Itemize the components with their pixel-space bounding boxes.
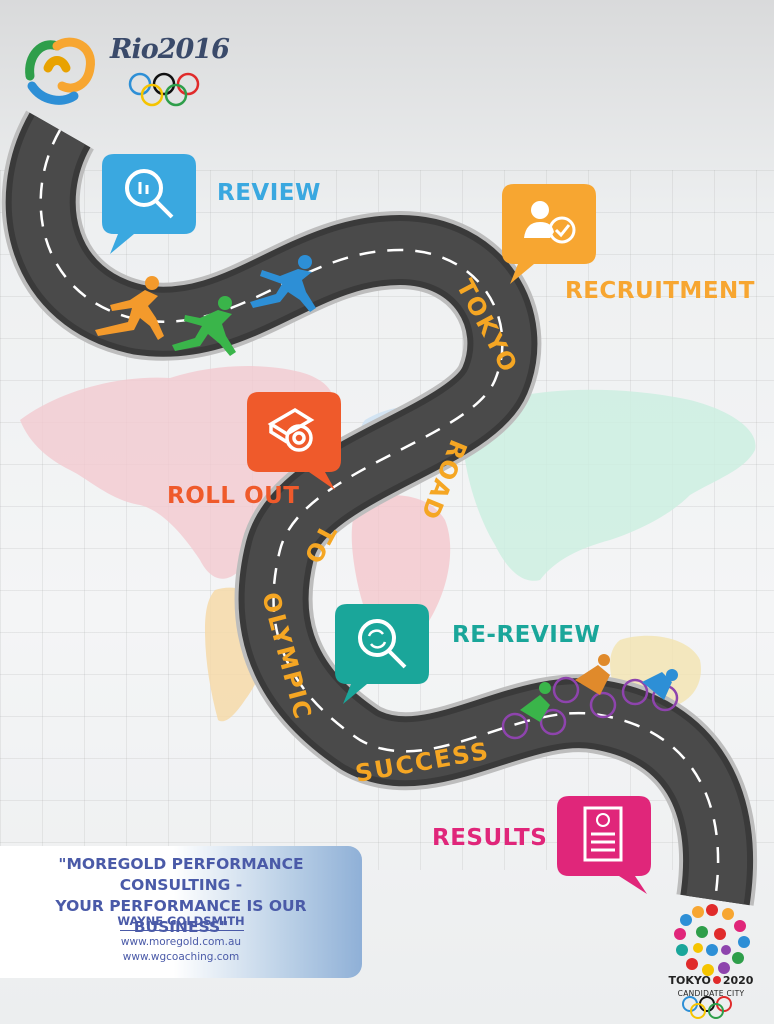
quote-line-1: "MOREGOLD PERFORMANCE CONSULTING - [58, 855, 304, 894]
tokyo-flower-wreath [674, 904, 750, 976]
review-bubble [102, 154, 196, 254]
olympic-rings [128, 72, 200, 107]
step-label-roll-out: ROLL OUT [167, 483, 300, 509]
rio-emblem [25, 37, 95, 105]
scroll-icon [267, 407, 315, 452]
step-label-review: REVIEW [217, 180, 321, 206]
step-label-recruitment: RECRUITMENT [565, 278, 755, 304]
re-review-bubble [335, 604, 429, 704]
red-dot-icon [712, 976, 721, 984]
quote-text: "MOREGOLD PERFORMANCE CONSULTING - YOUR … [6, 854, 356, 938]
runner-green [172, 296, 236, 356]
runner-orange [95, 276, 164, 340]
tokyo-word: TOKYO [668, 974, 711, 987]
cyclist-blue [621, 669, 679, 712]
tokyo-candidate-city: CANDIDATE CITY [677, 989, 745, 998]
website-wgcoaching[interactable]: www.wgcoaching.com [122, 951, 240, 963]
author-underline [120, 930, 244, 931]
rio-2016-logo [25, 37, 200, 107]
magnifier-refresh-icon [358, 619, 407, 669]
step-label-re-review: RE-REVIEW [452, 622, 601, 648]
runner-blue [250, 255, 316, 312]
cyclist-green [501, 682, 567, 740]
author-name: WAYNE GOLDSMITH [117, 914, 245, 928]
report-card-icon [583, 806, 623, 862]
quote-panel [0, 846, 362, 978]
person-check-icon [524, 201, 576, 244]
tokyo-olympic-rings [682, 996, 732, 1019]
roll-out-bubble [247, 392, 341, 490]
map-asia [463, 389, 756, 581]
results-bubble [557, 796, 651, 894]
recruitment-bubble [502, 184, 596, 284]
year-word: 2020 [722, 974, 754, 987]
quote-line-2: YOUR PERFORMANCE IS OUR BUSINESS" [55, 897, 307, 936]
tokyo-2020-wordmark: TOKYO 2020 [656, 974, 766, 987]
cyclist-orange [552, 654, 617, 719]
rio-2016-wordmark: Rio2016 [110, 34, 230, 65]
tokyo-2020-logo [674, 904, 750, 1019]
step-label-results: RESULTS [432, 825, 548, 851]
website-moregold[interactable]: www.moregold.com.au [120, 936, 242, 948]
magnifier-chart-icon [125, 169, 174, 219]
